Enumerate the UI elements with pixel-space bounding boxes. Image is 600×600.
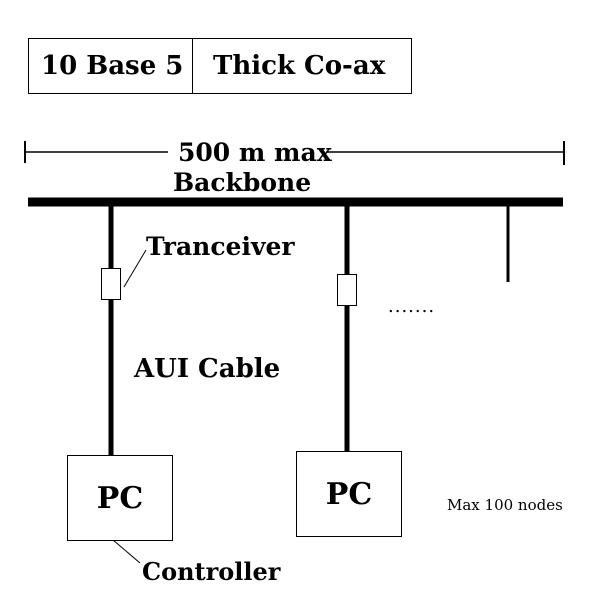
transceiver-1 <box>101 268 121 300</box>
aui-cable-label: AUI Cable <box>134 354 281 384</box>
pc-box-1: PC <box>67 455 173 541</box>
backbone-label: Backbone <box>173 168 312 197</box>
transceiver-2 <box>337 274 357 306</box>
medium-label: Thick Co-ax <box>213 51 386 81</box>
continuation-dots: ....... <box>388 296 436 317</box>
header-box: 10 Base 5 Thick Co-ax <box>28 38 412 94</box>
transceiver-label: Tranceiver <box>146 232 295 261</box>
standard-label: 10 Base 5 <box>29 39 193 93</box>
pc-label: PC <box>96 480 144 516</box>
controller-pointer <box>112 539 141 564</box>
pc-box-2: PC <box>296 451 402 537</box>
pc-label: PC <box>325 476 373 512</box>
length-label: 500 m max <box>178 138 332 167</box>
transceiver-pointer <box>123 249 147 288</box>
controller-label: Controller <box>142 557 281 586</box>
max-nodes-label: Max 100 nodes <box>447 496 563 514</box>
